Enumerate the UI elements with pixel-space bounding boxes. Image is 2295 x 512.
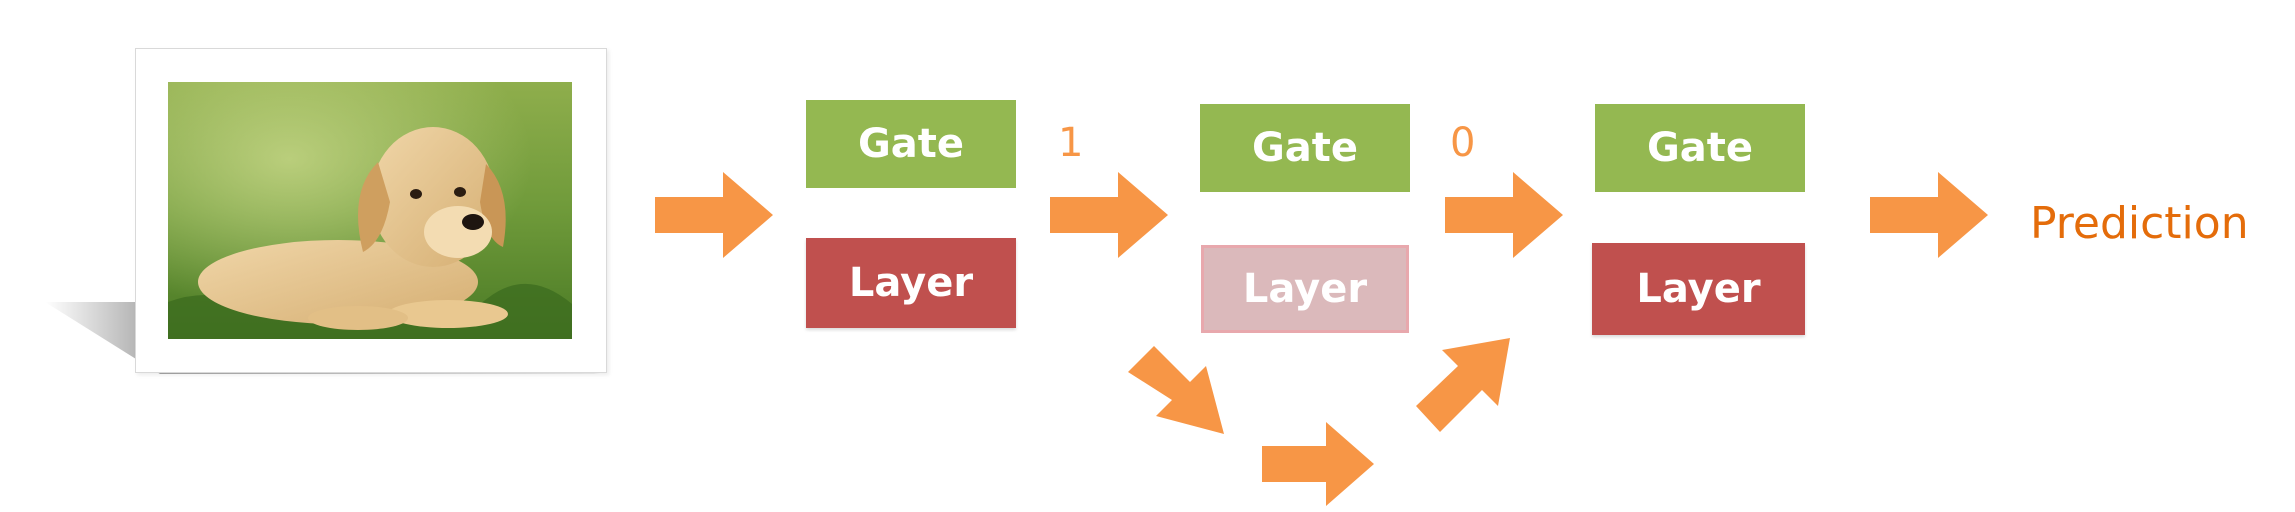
gate-label: Gate xyxy=(857,121,965,167)
arrow-right-icon xyxy=(1445,172,1563,258)
gate-block-3: Gate xyxy=(1595,104,1805,192)
arrow-right-icon xyxy=(1050,172,1168,258)
layer-label: Layer xyxy=(848,260,974,306)
arrow-down-right-icon xyxy=(1128,346,1224,434)
arrow-right-icon xyxy=(1870,172,1988,258)
gate-block-1: Gate xyxy=(806,100,1016,188)
arrow-right-icon xyxy=(655,172,773,258)
gate-value-2: 0 xyxy=(1450,120,1476,166)
input-image-frame xyxy=(135,48,607,373)
gate-block-2: Gate xyxy=(1200,104,1410,192)
layer-label: Layer xyxy=(1636,266,1761,312)
prediction-label: Prediction xyxy=(2030,198,2249,249)
layer-block-1: Layer xyxy=(806,238,1016,328)
arrow-right-icon xyxy=(1262,422,1374,506)
layer-block-2-skipped: Layer xyxy=(1201,245,1409,333)
arrow-up-right-icon xyxy=(1416,338,1510,432)
puppy-photo xyxy=(168,82,572,339)
gate-value-1: 1 xyxy=(1058,120,1084,166)
gate-label: Gate xyxy=(1251,125,1359,171)
layer-block-3: Layer xyxy=(1592,243,1805,335)
layer-label: Layer xyxy=(1242,266,1368,312)
gate-label: Gate xyxy=(1646,125,1754,171)
